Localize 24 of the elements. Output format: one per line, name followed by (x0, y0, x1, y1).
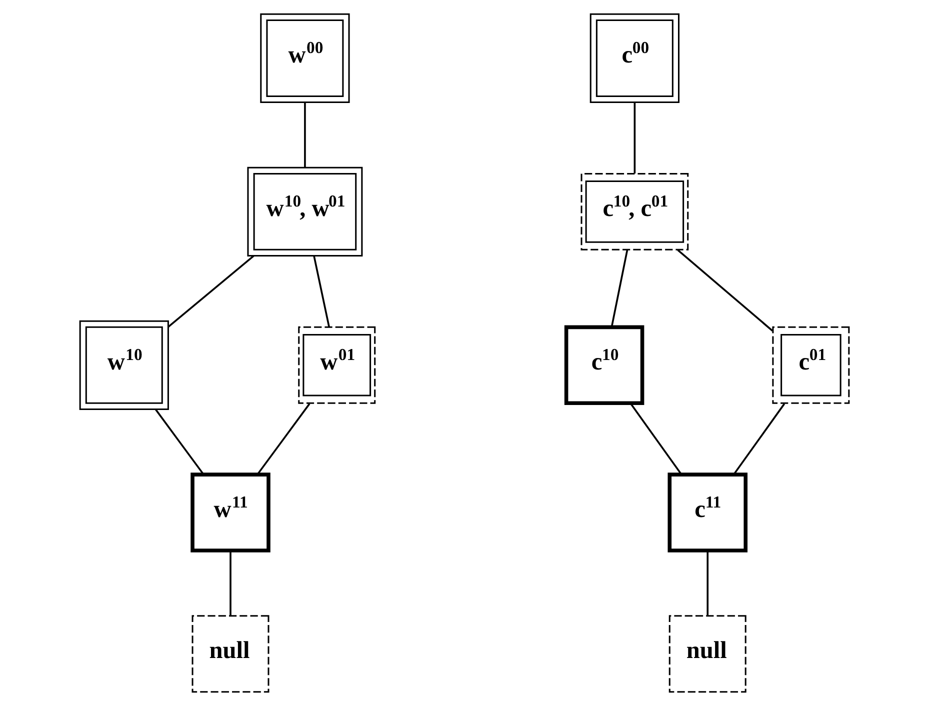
connector (229, 551, 231, 616)
node-box: w$^{01}$ (298, 326, 376, 404)
connector (676, 249, 773, 332)
connector (630, 403, 682, 476)
connector (304, 102, 306, 168)
connector (256, 403, 310, 476)
node-box: w$^{11}$ (190, 472, 270, 552)
node-box: w$^{10}$ (78, 320, 168, 410)
connector (610, 250, 628, 327)
node-box: null (668, 615, 746, 693)
connector (633, 102, 636, 174)
connector (706, 551, 708, 616)
node-box: w$^{10}$, w$^{01}$ (246, 166, 362, 257)
node-box: null (191, 615, 269, 693)
connector (312, 256, 330, 328)
node-box: c$^{10}$, c$^{01}$ (580, 172, 688, 250)
connector (167, 255, 254, 328)
connector (154, 409, 204, 475)
node-box: c$^{01}$ (772, 326, 850, 404)
node-box: c$^{11}$ (667, 472, 747, 552)
node-box: c$^{10}$ (564, 325, 644, 406)
node-box: w$^{00}$ (260, 13, 350, 104)
node-box: c$^{00}$ (589, 13, 679, 104)
connector (732, 403, 785, 475)
